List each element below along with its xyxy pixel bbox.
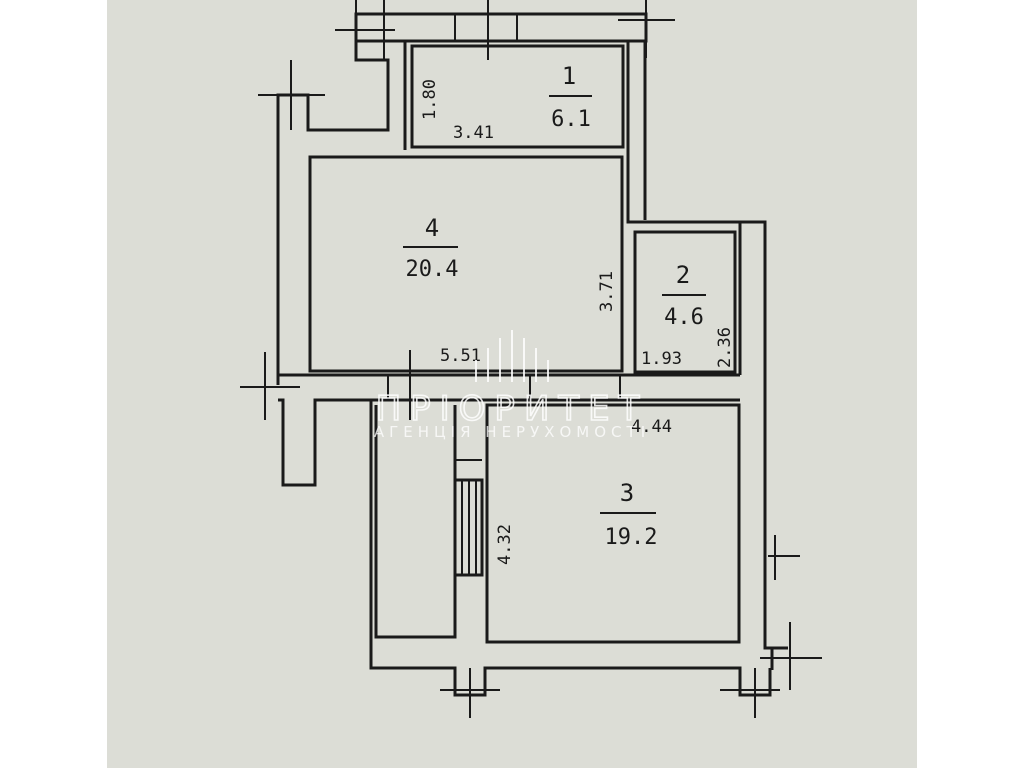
room-3-number: 3 (620, 479, 634, 507)
dim-room1-height: 1.80 (420, 79, 440, 120)
room-3-area: 19.2 (605, 525, 658, 550)
room-3 (485, 403, 741, 644)
watermark-subtitle: АГЕНЦІЯ НЕРУХОМОСТІ (374, 423, 650, 441)
dim-room2-width: 1.93 (641, 349, 682, 369)
dim-room4-width: 5.51 (440, 346, 481, 366)
room-2-number: 2 (676, 261, 690, 289)
outer-walls (240, 41, 822, 718)
room-4-number: 4 (425, 214, 439, 242)
room-1-number: 1 (562, 62, 576, 90)
room-4-label: 4 20.4 (403, 214, 458, 282)
dim-room4-height: 3.71 (597, 271, 617, 312)
room-2-area: 4.6 (664, 305, 704, 330)
room-2 (633, 230, 737, 374)
corridor-band (278, 350, 740, 420)
watermark: ПРІОРИТЕТ АГЕНЦІЯ НЕРУХОМОСТІ (374, 330, 650, 441)
watermark-title: ПРІОРИТЕТ (376, 389, 649, 429)
watermark-logo-icon (475, 330, 549, 382)
room-1-area: 6.1 (551, 107, 591, 132)
dim-room3-width: 4.44 (631, 417, 672, 437)
dim-room1-width: 3.41 (453, 123, 494, 143)
dim-room2-height: 2.36 (715, 327, 735, 368)
dimension-labels: 1.80 3.41 3.71 5.51 1.93 2.36 4.44 4.32 (420, 79, 735, 565)
room-2-label: 2 4.6 (662, 261, 706, 330)
room-1-label: 1 6.1 (549, 62, 592, 132)
lower-left-room (374, 405, 484, 639)
dim-room3-height: 4.32 (495, 524, 515, 565)
room-4-area: 20.4 (406, 257, 459, 282)
room-3-label: 3 19.2 (600, 479, 657, 550)
floor-plan-sheet (107, 0, 917, 768)
room-1 (410, 44, 625, 149)
room-4 (308, 155, 624, 373)
